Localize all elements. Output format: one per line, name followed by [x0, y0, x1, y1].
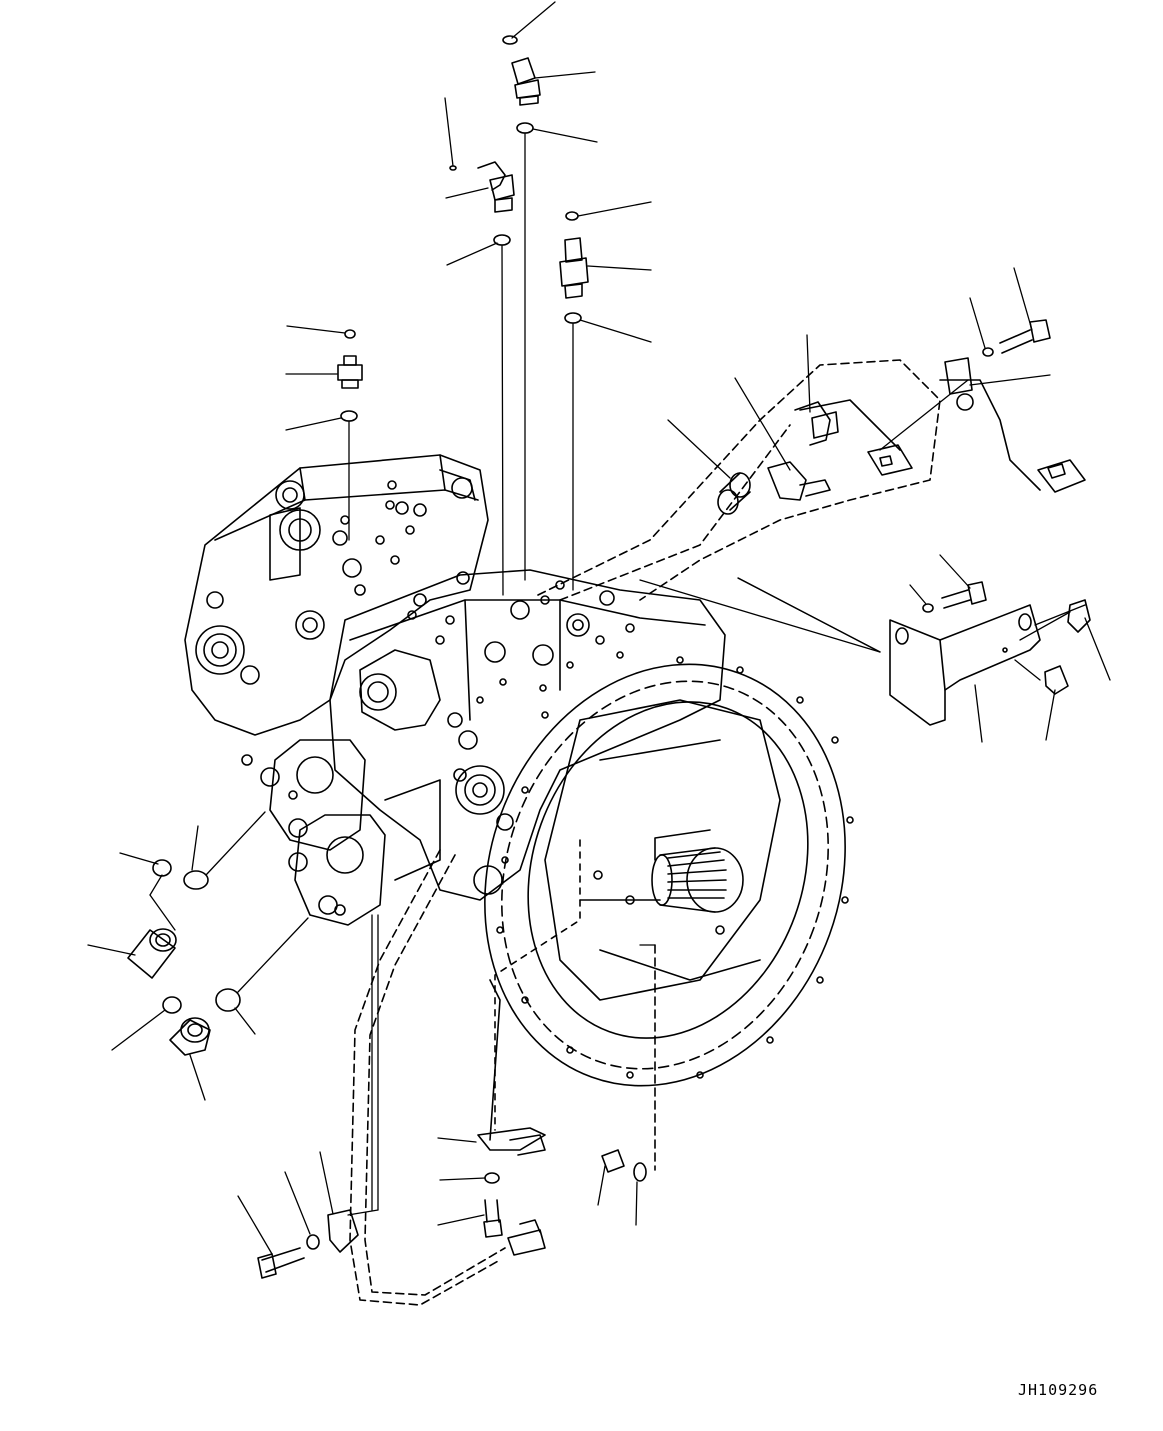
- drawing-code-label: JH109296: [1018, 1381, 1099, 1399]
- o-ring: [216, 989, 240, 1011]
- o-ring: [634, 1163, 646, 1181]
- bolt: [484, 1200, 502, 1237]
- washer: [485, 1173, 499, 1183]
- washer: [983, 348, 993, 356]
- flywheel-housing-flange: [427, 613, 903, 1137]
- washer: [923, 604, 933, 612]
- clamp: [328, 1210, 358, 1252]
- plug: [602, 1150, 624, 1172]
- clamp: [795, 402, 838, 445]
- o-ring: [184, 871, 208, 889]
- clamp: [1045, 666, 1068, 694]
- o-ring: [345, 330, 355, 338]
- bracket: [890, 605, 1040, 725]
- connector: [1038, 460, 1085, 492]
- o-ring: [566, 212, 578, 220]
- pressure-sensor: [512, 58, 540, 105]
- straight-fitting: [560, 238, 588, 298]
- o-ring: [503, 36, 517, 44]
- spacer-collar: [718, 473, 750, 514]
- clamp: [945, 358, 973, 410]
- elbow-fitting: [478, 162, 514, 212]
- plug: [338, 356, 362, 388]
- o-ring: [341, 411, 357, 421]
- straight-fitting: [128, 929, 176, 978]
- clamp: [478, 1128, 545, 1155]
- connector: [508, 1220, 545, 1255]
- clamp: [768, 462, 830, 500]
- connector: [868, 445, 912, 475]
- o-ring: [517, 123, 533, 133]
- pump-input-spline-shaft: [652, 830, 743, 912]
- o-ring: [153, 860, 171, 876]
- wiring-harness: [350, 360, 1040, 1305]
- clamp: [1068, 600, 1090, 632]
- bolt: [258, 1248, 304, 1278]
- o-ring: [565, 313, 581, 323]
- plug: [170, 1018, 210, 1055]
- leader-lines: [88, 2, 1110, 1254]
- bolt: [1000, 320, 1050, 353]
- bolt: [942, 582, 986, 608]
- washer: [307, 1235, 319, 1249]
- o-ring: [163, 997, 181, 1013]
